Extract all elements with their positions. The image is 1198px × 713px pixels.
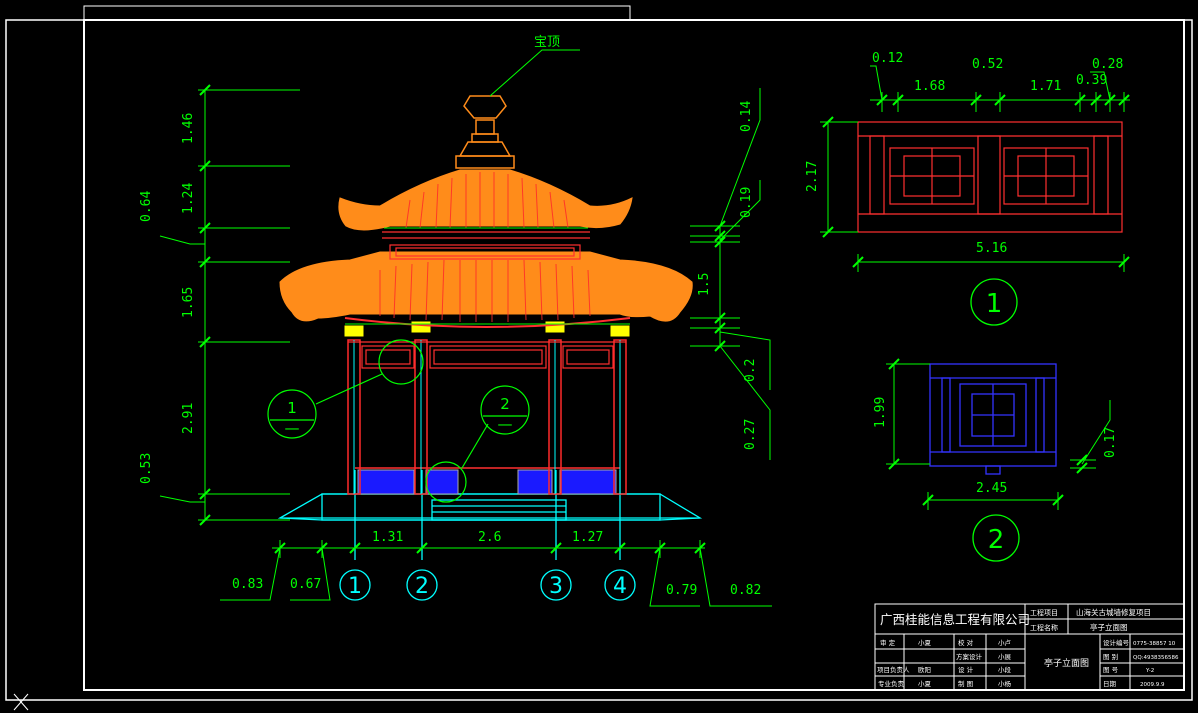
inner-frame bbox=[83, 19, 1185, 691]
dim-1-24: 1.24 bbox=[181, 183, 196, 214]
callout-2-sub: — bbox=[498, 415, 513, 433]
callout-1-sub: — bbox=[285, 419, 300, 437]
apex-label: 宝顶 bbox=[534, 35, 560, 50]
tb-r0-c1: 小夏 bbox=[918, 638, 932, 647]
dim-1-27: 1.27 bbox=[572, 530, 603, 545]
axis-label-2: 2 bbox=[415, 574, 429, 599]
callout-2-number: 2 bbox=[500, 395, 510, 413]
axis-label-4: 4 bbox=[613, 574, 627, 599]
d1-dim-0-12: 0.12 bbox=[872, 51, 903, 66]
tb-r0-c3: 小卢 bbox=[998, 638, 1012, 647]
d1-dim-0-28: 0.28 bbox=[1092, 57, 1123, 72]
d2-side-dim: 1.99 bbox=[873, 397, 888, 428]
apex-leader: 宝顶 bbox=[489, 35, 580, 97]
frame-tab bbox=[83, 5, 631, 21]
detail-callouts bbox=[267, 339, 530, 503]
tb-right-value-3: 2009.9.9 bbox=[1140, 682, 1165, 688]
dim-0-64: 0.64 bbox=[139, 191, 154, 222]
tb-r0-c2: 校 对 bbox=[958, 638, 974, 647]
dim-1-65: 1.65 bbox=[181, 287, 196, 318]
dim-0-27: 0.27 bbox=[743, 419, 758, 450]
elevation-right-dim-labels: 0.14 0.19 1.5 0.2 0.27 bbox=[697, 101, 758, 450]
detail-1-drawing bbox=[820, 65, 1130, 326]
tb-right-value-0: 0775-38857 10 bbox=[1133, 641, 1176, 647]
d1-bottom-dim: 5.16 bbox=[976, 241, 1007, 256]
pavilion-elevation bbox=[277, 95, 703, 560]
detail-2-label: 2 bbox=[988, 525, 1005, 555]
dim-0-53: 0.53 bbox=[139, 453, 154, 484]
d2-bottom-dim: 2.45 bbox=[976, 481, 1007, 496]
dim-0-83: 0.83 bbox=[232, 577, 263, 592]
company-name: 广西桂能信息工程有限公司 bbox=[880, 612, 1030, 627]
d1-side-dim: 2.17 bbox=[805, 161, 820, 192]
axis-bubbles bbox=[339, 569, 636, 601]
tb-r1-c2: 方案设计 bbox=[956, 652, 983, 661]
elevation-bottom-dim-labels: 1.31 2.6 1.27 0.83 0.67 0.79 0.82 bbox=[232, 530, 761, 598]
drawing-name: 亭子立面图 bbox=[1090, 622, 1128, 632]
tb-r3-c3: 小杨 bbox=[998, 679, 1012, 688]
tb-r2-c1: 欧阳 bbox=[918, 665, 931, 674]
dim-0-82: 0.82 bbox=[730, 583, 761, 598]
tb-right-label-1: 图 别 bbox=[1103, 652, 1118, 661]
dim-0-2: 0.2 bbox=[743, 359, 758, 382]
tb-r3-c0: 专业负责 bbox=[878, 679, 905, 688]
elevation-left-dims bbox=[159, 84, 300, 526]
dim-2-6: 2.6 bbox=[478, 530, 501, 545]
d2-right-dim: 0.17 bbox=[1103, 427, 1118, 458]
axis-label-3: 3 bbox=[549, 574, 563, 599]
title-block bbox=[874, 603, 1185, 691]
tb-right-label-0: 设计编号 bbox=[1103, 638, 1130, 647]
tb-right-label-3: 日期 bbox=[1103, 680, 1117, 688]
d1-dim-1-71: 1.71 bbox=[1030, 79, 1061, 94]
tb-r0-c0: 审 定 bbox=[880, 638, 896, 647]
dim-0-67: 0.67 bbox=[290, 577, 321, 592]
d1-dim-1-68: 1.68 bbox=[914, 79, 945, 94]
tb-right-value-2: Y-2 bbox=[1145, 668, 1154, 674]
drawing-name-label: 工程名称 bbox=[1030, 623, 1058, 632]
tb-r3-c1: 小夏 bbox=[918, 679, 932, 688]
tb-r2-c2: 设 计 bbox=[958, 665, 974, 674]
axis-label-1: 1 bbox=[348, 574, 362, 599]
ucs-icon bbox=[13, 693, 29, 711]
callout-1-number: 1 bbox=[287, 399, 297, 417]
dim-1-46: 1.46 bbox=[181, 113, 196, 144]
tb-r1-c3: 小展 bbox=[998, 652, 1012, 661]
dim-1-5: 1.5 bbox=[697, 273, 712, 296]
dim-2-91: 2.91 bbox=[181, 403, 196, 434]
tb-r3-c2: 制 图 bbox=[958, 679, 973, 688]
elevation-left-dim-labels: 1.46 1.24 0.64 1.65 2.91 0.53 bbox=[139, 113, 196, 484]
tb-r2-c0: 项目负责人 bbox=[877, 665, 910, 674]
tb-r2-c3: 小段 bbox=[998, 665, 1012, 674]
d1-dim-0-39: 0.39 bbox=[1076, 73, 1107, 88]
dim-0-79: 0.79 bbox=[666, 583, 697, 598]
project-name: 山海关古城墙修复项目 bbox=[1076, 607, 1151, 617]
tb-right-label-2: 图 号 bbox=[1103, 666, 1119, 674]
dim-0-19: 0.19 bbox=[739, 187, 754, 218]
elevation-bottom-dims bbox=[220, 540, 772, 607]
detail-2-drawing bbox=[886, 358, 1111, 562]
dim-0-14: 0.14 bbox=[739, 101, 754, 132]
sheet-title: 亭子立面图 bbox=[1044, 657, 1089, 669]
project-name-label: 工程项目 bbox=[1030, 608, 1058, 617]
elevation-right-dims bbox=[690, 88, 771, 460]
detail-1-label: 1 bbox=[986, 289, 1003, 319]
d1-dim-0-52: 0.52 bbox=[972, 57, 1003, 72]
dim-1-31: 1.31 bbox=[372, 530, 403, 545]
tb-right-value-1: QQ:4938356586 bbox=[1133, 655, 1179, 661]
